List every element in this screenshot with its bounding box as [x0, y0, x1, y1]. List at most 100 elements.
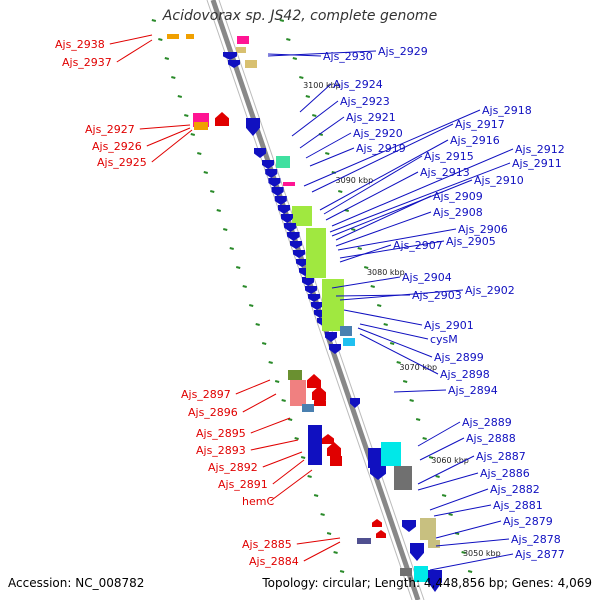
- gene-label-left[interactable]: Ajs_2891: [218, 478, 268, 491]
- gene-arrow[interactable]: [290, 241, 302, 249]
- gene-label-right[interactable]: Ajs_2905: [446, 235, 496, 248]
- gene-label-right[interactable]: Ajs_2913: [420, 166, 470, 179]
- gene-box[interactable]: [368, 448, 382, 468]
- gene-arrow[interactable]: [262, 160, 274, 169]
- gene-box[interactable]: [302, 404, 314, 412]
- gene-label-right[interactable]: Ajs_2888: [466, 432, 516, 445]
- gene-arrow[interactable]: [254, 148, 266, 158]
- gene-arrow[interactable]: [265, 169, 278, 178]
- gene-box[interactable]: [357, 538, 371, 544]
- gene-box[interactable]: [194, 122, 208, 130]
- gene-arrow[interactable]: [302, 278, 314, 286]
- gene-label-right[interactable]: Ajs_2904: [402, 271, 452, 284]
- gene-arrow[interactable]: [287, 232, 299, 240]
- gene-label-right[interactable]: Ajs_2894: [448, 384, 498, 397]
- gene-box[interactable]: [237, 36, 249, 44]
- gene-label-right[interactable]: Ajs_2902: [465, 284, 515, 297]
- gene-arrow[interactable]: [428, 570, 442, 592]
- gene-label-right[interactable]: Ajs_2889: [462, 416, 512, 429]
- gene-arrow[interactable]: [305, 286, 317, 294]
- gene-label-right[interactable]: Ajs_2929: [378, 45, 428, 58]
- gene-arrow[interactable]: [402, 520, 416, 532]
- gene-label-left[interactable]: Ajs_2927: [85, 123, 135, 136]
- gene-label-left[interactable]: Ajs_2896: [188, 406, 238, 419]
- gene-arrow[interactable]: [307, 374, 321, 388]
- gene-box[interactable]: [414, 566, 428, 582]
- gene-label-right[interactable]: Ajs_2918: [482, 104, 532, 117]
- gene-arrow[interactable]: [223, 52, 237, 60]
- gene-label-left[interactable]: Ajs_2893: [196, 444, 246, 457]
- gene-box[interactable]: [381, 442, 401, 466]
- gene-arrow[interactable]: [228, 60, 240, 68]
- gene-label-left[interactable]: Ajs_2937: [62, 56, 112, 69]
- gene-arrow[interactable]: [314, 396, 326, 406]
- gene-label-right[interactable]: cysM: [430, 333, 458, 346]
- gene-label-left[interactable]: Ajs_2938: [55, 38, 105, 51]
- gene-label-right[interactable]: Ajs_2906: [458, 223, 508, 236]
- gene-label-left[interactable]: Ajs_2926: [92, 140, 142, 153]
- gene-box[interactable]: [343, 338, 355, 346]
- gene-arrow[interactable]: [296, 259, 308, 267]
- gene-label-right[interactable]: Ajs_2908: [433, 206, 483, 219]
- gene-arrow[interactable]: [329, 344, 341, 354]
- gene-box[interactable]: [292, 206, 312, 226]
- gene-label-right[interactable]: Ajs_2915: [424, 150, 474, 163]
- gene-box[interactable]: [306, 228, 326, 278]
- gene-label-right[interactable]: Ajs_2910: [474, 174, 524, 187]
- gene-box[interactable]: [322, 279, 344, 331]
- gene-box[interactable]: [330, 456, 342, 466]
- gene-arrow[interactable]: [268, 178, 281, 187]
- gene-arrow[interactable]: [322, 434, 334, 444]
- gene-label-right[interactable]: Ajs_2882: [490, 483, 540, 496]
- gene-label-right[interactable]: Ajs_2886: [480, 467, 530, 480]
- gene-box[interactable]: [400, 568, 412, 576]
- gene-box[interactable]: [394, 466, 412, 490]
- gene-box[interactable]: [288, 370, 302, 380]
- gene-label-left[interactable]: Ajs_2885: [242, 538, 292, 551]
- gene-arrow[interactable]: [246, 118, 260, 136]
- gene-label-left[interactable]: Ajs_2897: [181, 388, 231, 401]
- gene-label-right[interactable]: Ajs_2919: [356, 142, 406, 155]
- gene-box[interactable]: [290, 380, 306, 406]
- gene-label-right[interactable]: Ajs_2916: [450, 134, 500, 147]
- gene-label-right[interactable]: Ajs_2898: [440, 368, 490, 381]
- gene-label-left[interactable]: Ajs_2892: [208, 461, 258, 474]
- gene-box[interactable]: [308, 425, 322, 465]
- gene-label-left[interactable]: hemC: [242, 495, 274, 508]
- gene-label-left[interactable]: Ajs_2925: [97, 156, 147, 169]
- gene-box[interactable]: [340, 326, 352, 336]
- gene-arrow[interactable]: [312, 386, 326, 400]
- gene-label-right[interactable]: Ajs_2911: [512, 157, 562, 170]
- gene-label-right[interactable]: Ajs_2924: [333, 78, 383, 91]
- gene-label-right[interactable]: Ajs_2917: [455, 118, 505, 131]
- gene-box[interactable]: [428, 540, 440, 548]
- gene-label-right[interactable]: Ajs_2920: [353, 127, 403, 140]
- gene-box[interactable]: [167, 34, 179, 39]
- gene-arrow[interactable]: [350, 398, 360, 408]
- gene-arrow[interactable]: [293, 250, 305, 258]
- gene-label-left[interactable]: Ajs_2895: [196, 427, 246, 440]
- gene-arrow[interactable]: [308, 294, 320, 302]
- gene-arrow[interactable]: [370, 466, 386, 480]
- gene-arrow[interactable]: [281, 214, 293, 222]
- gene-box[interactable]: [283, 182, 295, 186]
- gene-label-right[interactable]: Ajs_2901: [424, 319, 474, 332]
- gene-label-right[interactable]: Ajs_2899: [434, 351, 484, 364]
- gene-label-right[interactable]: Ajs_2930: [323, 50, 373, 63]
- gene-label-right[interactable]: Ajs_2909: [433, 190, 483, 203]
- gene-arrow[interactable]: [372, 519, 382, 527]
- gene-label-right[interactable]: Ajs_2881: [493, 499, 543, 512]
- gene-label-right[interactable]: Ajs_2878: [511, 533, 561, 546]
- gene-label-right[interactable]: Ajs_2887: [476, 450, 526, 463]
- gene-arrow[interactable]: [327, 442, 341, 456]
- gene-arrow[interactable]: [410, 543, 424, 561]
- gene-arrow[interactable]: [278, 205, 290, 214]
- gene-arrow[interactable]: [311, 302, 323, 310]
- gene-box[interactable]: [186, 34, 194, 39]
- gene-arrow[interactable]: [284, 223, 296, 231]
- gene-box[interactable]: [236, 47, 246, 53]
- gene-label-right[interactable]: Ajs_2912: [515, 143, 565, 156]
- gene-box[interactable]: [276, 156, 290, 168]
- gene-arrow[interactable]: [376, 530, 386, 538]
- gene-arrow[interactable]: [325, 332, 337, 342]
